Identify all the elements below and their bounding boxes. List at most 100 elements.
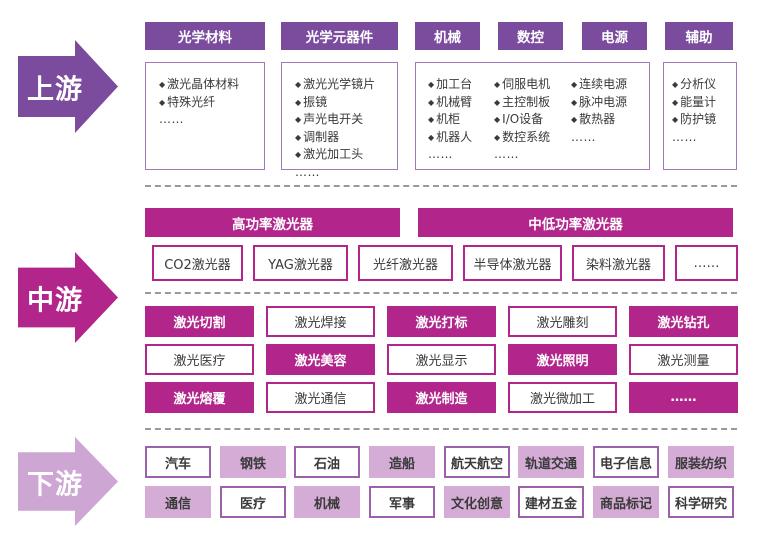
upstream-box-optical-components: ◆激光光学镜片 ◆振镜 ◆声光电开关 ◆调制器 ◆激光加工头 …… — [281, 62, 398, 179]
industry-cell-scientific-research: 科学研究 — [668, 486, 734, 518]
list-item: ◆I/O设备 — [494, 111, 550, 129]
app-cell-more: …… — [629, 382, 738, 413]
list-item: ◆脉冲电源 — [571, 94, 627, 112]
ellipsis-more: …… — [428, 147, 453, 161]
item-label: 特殊光纤 — [167, 94, 216, 109]
diamond-bullet-icon: ◆ — [428, 115, 435, 124]
upstream-arrow: 上游 — [18, 40, 118, 133]
power-sublist: ◆连续电源 ◆脉冲电源 ◆散热器 …… — [571, 76, 627, 146]
diamond-bullet-icon: ◆ — [295, 150, 302, 159]
industry-cell-petroleum: 石油 — [294, 446, 360, 478]
industry-cell-automotive: 汽车 — [145, 446, 211, 478]
list-item: ◆主控制板 — [494, 94, 550, 112]
dashed-divider-2 — [145, 292, 737, 294]
diamond-bullet-icon: ◆ — [494, 80, 501, 89]
upstream-box-machine-cnc-power: ◆加工台 ◆机械臂 ◆机柜 ◆机器人 …… ◆伺服电机 ◆主控制板 ◆I/O设备… — [415, 62, 650, 170]
app-cell-lighting: 激光照明 — [508, 344, 617, 375]
list-item: ◆数控系统 — [494, 129, 550, 147]
diamond-bullet-icon: ◆ — [428, 80, 435, 89]
list-item: ◆防护镜 — [672, 111, 732, 129]
item-label: 激光晶体材料 — [167, 77, 240, 91]
app-cell-manufacturing: 激光制造 — [387, 382, 496, 413]
list-item: ◆机器人 — [428, 129, 472, 147]
diamond-bullet-icon: ◆ — [571, 80, 578, 89]
item-label: 主控制板 — [502, 94, 551, 109]
diamond-bullet-icon: ◆ — [494, 97, 501, 107]
diamond-bullet-icon: ◆ — [672, 97, 679, 107]
app-cell-communication: 激光通信 — [266, 382, 375, 413]
diamond-bullet-icon: ◆ — [428, 97, 435, 107]
diamond-bullet-icon: ◆ — [428, 132, 435, 142]
list-item: ◆激光加工头 — [295, 146, 393, 164]
industry-cell-medical: 医疗 — [220, 486, 286, 518]
app-cell-cladding: 激光熔覆 — [145, 382, 254, 413]
item-label: 激光光学镜片 — [303, 77, 376, 91]
app-cell-welding: 激光焊接 — [266, 306, 375, 337]
item-label: 连续电源 — [579, 77, 628, 91]
item-label: 声光电开关 — [303, 112, 364, 126]
upstream-box-optical-materials: ◆激光晶体材料 ◆特殊光纤 …… — [145, 62, 265, 170]
list-item: ◆能量计 — [672, 94, 732, 112]
list-item: ◆加工台 — [428, 76, 472, 94]
item-label: 能量计 — [680, 94, 717, 109]
ellipsis-more: …… — [159, 112, 184, 126]
app-cell-engraving: 激光雕刻 — [508, 306, 617, 337]
industry-cell-communication: 通信 — [145, 486, 211, 518]
right-arrow-icon — [18, 437, 118, 526]
diamond-bullet-icon: ◆ — [672, 115, 679, 124]
app-cell-medical: 激光医疗 — [145, 344, 254, 375]
industry-cell-electronics: 电子信息 — [593, 446, 659, 478]
list-item: ◆散热器 — [571, 111, 627, 129]
ellipsis-more: …… — [494, 147, 519, 161]
upstream-header-machinery: 机械 — [415, 22, 480, 50]
laser-type-more: …… — [675, 245, 738, 281]
industry-cell-steel: 钢铁 — [220, 446, 286, 478]
ellipsis-more: …… — [571, 129, 596, 144]
downstream-arrow: 下游 — [18, 437, 118, 526]
item-label: I/O设备 — [502, 112, 544, 126]
laser-type-co2: CO2激光器 — [152, 245, 243, 281]
midstream-arrow-label: 中游 — [27, 285, 83, 316]
cnc-sublist: ◆伺服电机 ◆主控制板 ◆I/O设备 ◆数控系统 …… — [494, 76, 550, 164]
industry-cell-product-marking: 商品标记 — [593, 486, 659, 518]
item-label: 机械臂 — [436, 94, 473, 109]
list-item: ◆特殊光纤 — [159, 94, 260, 112]
diamond-bullet-icon: ◆ — [672, 80, 679, 89]
diamond-bullet-icon: ◆ — [159, 80, 166, 89]
laser-type-fiber: 光纤激光器 — [358, 245, 453, 281]
item-label: 调制器 — [303, 129, 340, 144]
machinery-sublist: ◆加工台 ◆机械臂 ◆机柜 ◆机器人 …… — [428, 76, 472, 164]
midstream-arrow: 中游 — [18, 252, 118, 343]
laser-type-semiconductor: 半导体激光器 — [463, 245, 562, 281]
upstream-header-cnc: 数控 — [498, 22, 563, 50]
upstream-header-optical-materials: 光学材料 — [145, 22, 265, 50]
item-label: 伺服电机 — [502, 77, 551, 91]
mid-low-power-laser-bar: 中低功率激光器 — [418, 208, 733, 237]
right-arrow-icon — [18, 40, 118, 133]
industry-cell-shipbuilding: 造船 — [369, 446, 435, 478]
diamond-bullet-icon: ◆ — [571, 97, 578, 107]
diamond-bullet-icon: ◆ — [295, 97, 302, 107]
upstream-header-optical-components: 光学元器件 — [281, 22, 398, 50]
laser-type-yag: YAG激光器 — [253, 245, 348, 281]
upstream-box-auxiliary: ◆分析仪 ◆能量计 ◆防护镜 …… — [663, 62, 737, 170]
diamond-bullet-icon: ◆ — [494, 115, 501, 124]
diamond-bullet-icon: ◆ — [295, 115, 302, 124]
ellipsis-more: …… — [295, 164, 320, 179]
list-item: ◆调制器 — [295, 129, 393, 147]
upstream-header-auxiliary: 辅助 — [665, 22, 733, 50]
dashed-divider-3 — [145, 428, 737, 430]
list-item: ◆激光晶体材料 — [159, 76, 260, 94]
list-item: ◆机械臂 — [428, 94, 472, 112]
list-item: ◆声光电开关 — [295, 111, 393, 129]
item-label: 机器人 — [436, 129, 473, 144]
list-item: ◆激光光学镜片 — [295, 76, 393, 94]
item-label: 防护镜 — [680, 112, 717, 126]
item-label: 分析仪 — [680, 77, 717, 91]
app-cell-measurement: 激光测量 — [629, 344, 738, 375]
item-label: 激光加工头 — [303, 147, 364, 161]
app-cell-beauty: 激光美容 — [266, 344, 375, 375]
list-item: ◆伺服电机 — [494, 76, 550, 94]
app-cell-display: 激光显示 — [387, 344, 496, 375]
